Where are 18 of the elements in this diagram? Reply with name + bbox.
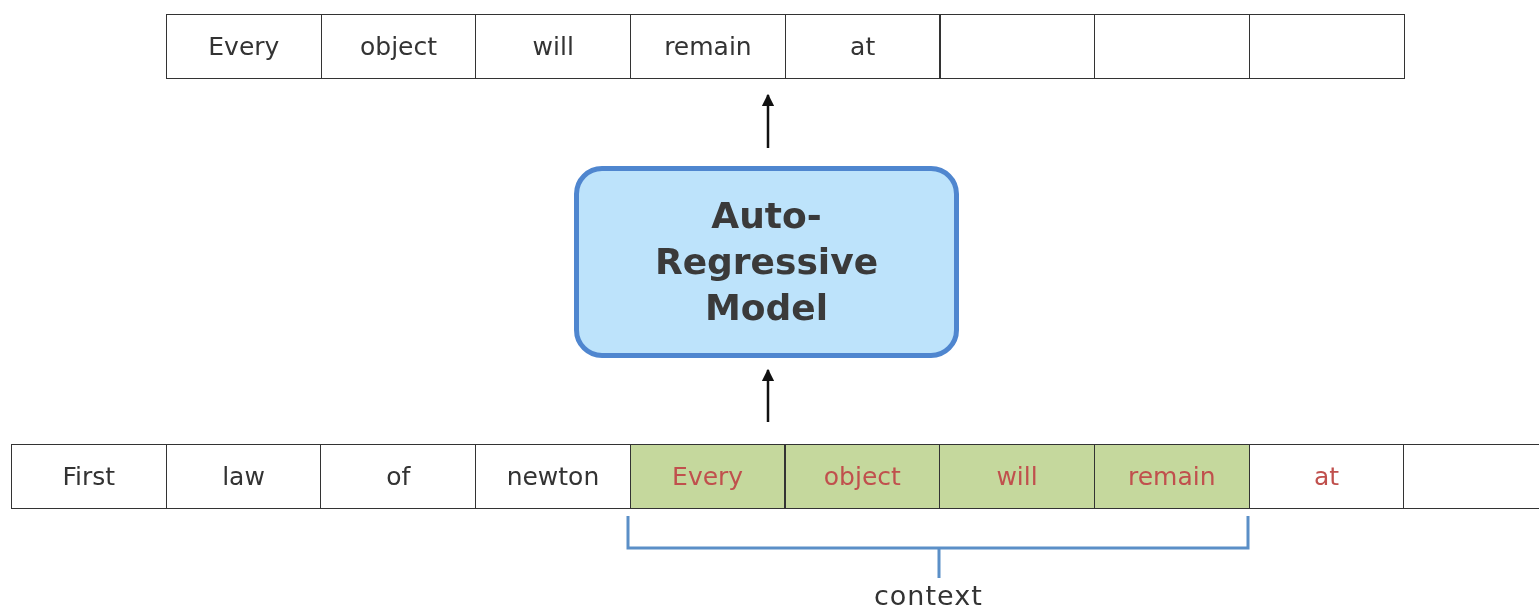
word-cell: remain: [1093, 444, 1250, 509]
word-cell: remain: [630, 14, 786, 79]
word-cell: object: [320, 14, 477, 79]
word-cell: object: [784, 444, 941, 509]
model-box: Auto-Regressive Model: [574, 166, 959, 358]
arrow: [761, 93, 775, 148]
word-cell: at: [1248, 444, 1405, 509]
word-cell: law: [165, 444, 322, 509]
word-cell: Every: [629, 444, 786, 509]
word-cell: Every: [166, 14, 322, 79]
bracket-label: context: [874, 580, 983, 611]
word-cell: will: [939, 444, 1095, 509]
word-cell: of: [320, 444, 477, 509]
word-cell: First: [11, 444, 167, 509]
word-cell: at: [784, 14, 941, 79]
word-cell: newton: [475, 444, 631, 509]
word-cell: will: [475, 14, 632, 79]
arrow: [761, 368, 775, 422]
